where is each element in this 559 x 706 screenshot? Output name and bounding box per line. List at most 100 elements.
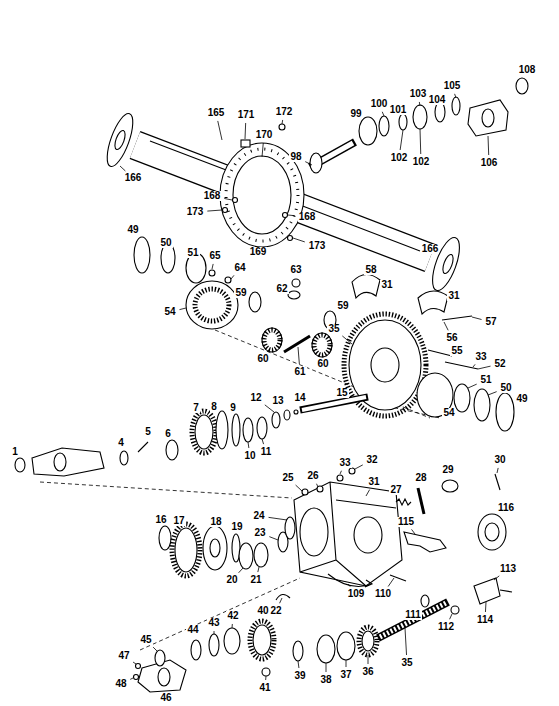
callout-number: 31 [367,477,380,487]
bearing [359,117,377,145]
gear-bore [210,539,220,557]
pinion-group [310,78,528,173]
callout-number: 169 [249,247,268,257]
callout-number: 170 [255,130,274,140]
callout-number: 60 [316,359,329,369]
leader-line [245,123,247,139]
leader-line [258,567,259,572]
leader-line [298,661,300,668]
bearing-cup [337,632,355,660]
bearing-cup [413,105,427,129]
callout-number: 105 [443,81,462,91]
callout-number: 115 [397,517,415,527]
callout-number: 109 [347,589,366,599]
intermediate-gear-group [159,517,295,600]
washer [421,595,429,607]
callout-number: 9 [229,403,237,413]
spring [396,499,411,505]
side-gear [262,328,282,352]
callout-number: 10 [243,451,256,461]
leader-line [444,322,448,330]
knob [442,480,458,492]
leader-line [317,484,318,487]
callout-number: 58 [364,265,377,275]
pinion-shaft [284,336,310,352]
leader-line [419,102,421,106]
callout-number: 6 [164,429,172,439]
yoke-bore [158,668,170,686]
leader-line [488,392,497,395]
spacer [257,417,267,439]
leader-line [248,442,250,448]
gear [253,625,271,655]
leader-line [262,439,264,444]
arrow [328,574,372,587]
washer [435,102,445,122]
callout-number: 168 [203,191,222,201]
callout-number: 42 [226,611,239,621]
washer [159,526,171,550]
callout-number: 166 [124,173,143,183]
callout-number: 165 [207,108,226,118]
plug [337,475,343,481]
leader-line [346,660,347,667]
gear [175,528,197,572]
output-shaft [378,602,448,638]
leader-line [298,347,299,364]
leader-line [382,112,384,116]
leader-line [450,614,452,619]
yoke [32,448,104,476]
leader-lines [120,94,499,680]
callout-number: 13 [271,396,284,406]
leader-line [207,210,222,211]
leader-line [288,215,295,217]
gear [195,415,213,449]
pin [209,270,215,276]
bolt [134,675,139,680]
callout-number: 112 [437,622,455,632]
bolt [500,590,512,592]
callout-number: 54 [163,307,176,317]
callout-number: 28 [414,473,427,483]
case-half [186,281,238,329]
leader-line [282,120,284,124]
shim [379,116,389,136]
callout-number: 39 [293,671,306,681]
leader-line [218,121,222,140]
callout-number: 113 [499,564,517,574]
bracket [474,578,500,604]
guide-lines [40,330,440,650]
yoke-bore [54,453,66,471]
leader-line [153,647,157,651]
callout-number: 65 [208,251,221,261]
callout-number: 110 [374,589,392,599]
leader-line [305,162,312,165]
callout-number: 40 [256,606,269,616]
callout-number: 1 [11,447,19,457]
callout-number: 8 [210,402,218,412]
housing-edges [300,482,396,586]
carrier-opening [233,156,291,234]
callout-number: 63 [289,265,302,275]
vent [241,140,250,147]
leader-line [212,264,213,269]
callout-number: 16 [154,515,167,525]
callout-number: 47 [117,651,130,661]
leader-line [265,676,266,680]
shaft-fill [302,397,366,410]
gear-teeth [314,335,330,355]
leader-line [497,468,498,473]
spacer [399,114,407,130]
callout-number: 48 [114,679,127,689]
shaft [300,397,368,410]
leader-line [130,678,133,679]
gear-teeth [172,524,200,576]
callout-number: 173 [308,241,327,251]
callout-number: 59 [234,288,247,298]
bearing-cap [418,291,448,314]
leader-line [478,366,491,369]
ring [216,411,228,449]
leader-line [366,490,370,496]
callout-number: 61 [293,367,306,377]
